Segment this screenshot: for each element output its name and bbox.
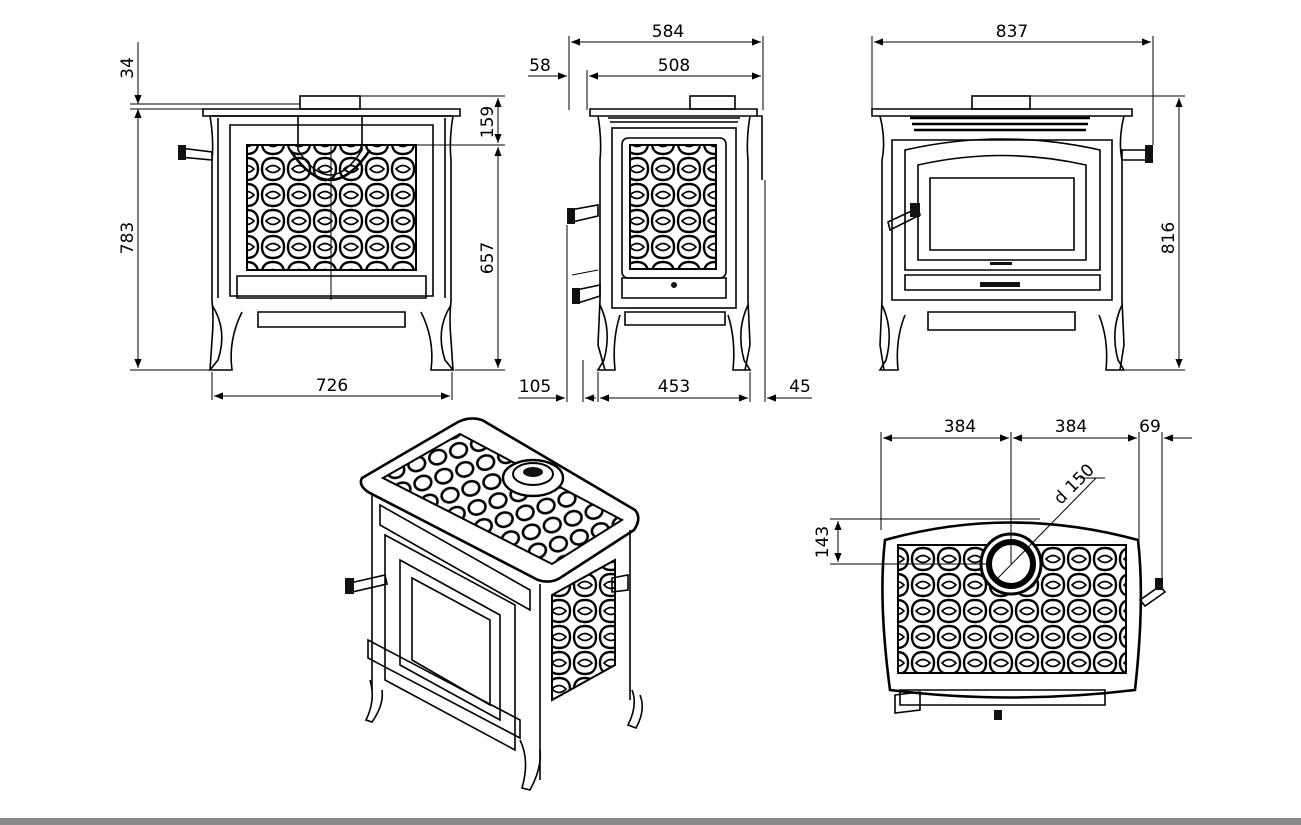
dim-top-handle-offset: 69 (1139, 417, 1161, 437)
dim-front-width: 726 (316, 376, 348, 396)
dim-side-offset-back: 58 (529, 56, 551, 76)
dim-front-top-offset: 34 (118, 57, 138, 79)
dim-top-half-left: 384 (944, 417, 976, 437)
dim-side-leg-span: 453 (658, 377, 690, 397)
dim-front-collar-height: 657 (478, 242, 498, 274)
dim-top-half-right: 384 (1055, 417, 1087, 437)
dim-side-depth-total: 584 (652, 22, 684, 42)
dim-glass-height-total: 816 (1159, 222, 1179, 254)
dim-side-leg-back: 105 (519, 377, 551, 397)
top-view (881, 477, 1167, 720)
dim-top-flue-offset: 143 (813, 526, 833, 558)
front-dimensions: 34 783 159 657 726 (118, 42, 505, 400)
isometric-view (345, 417, 644, 791)
dim-front-height-total: 783 (118, 222, 138, 254)
dim-top-flue-diameter: d 150 (1050, 460, 1099, 509)
glass-view-dimensions: 837 816 (871, 22, 1185, 371)
dim-side-depth-top: 508 (658, 56, 690, 76)
side-dimensions: 584 58 508 105 453 45 (518, 22, 812, 402)
dim-front-flue-height: 159 (478, 106, 498, 138)
bottom-rule (0, 818, 1301, 825)
front-view (178, 95, 461, 371)
side-view (567, 95, 763, 371)
dim-glass-width-total: 837 (996, 22, 1028, 42)
dim-side-leg-front: 45 (789, 377, 811, 397)
glass-door-view (871, 95, 1153, 371)
